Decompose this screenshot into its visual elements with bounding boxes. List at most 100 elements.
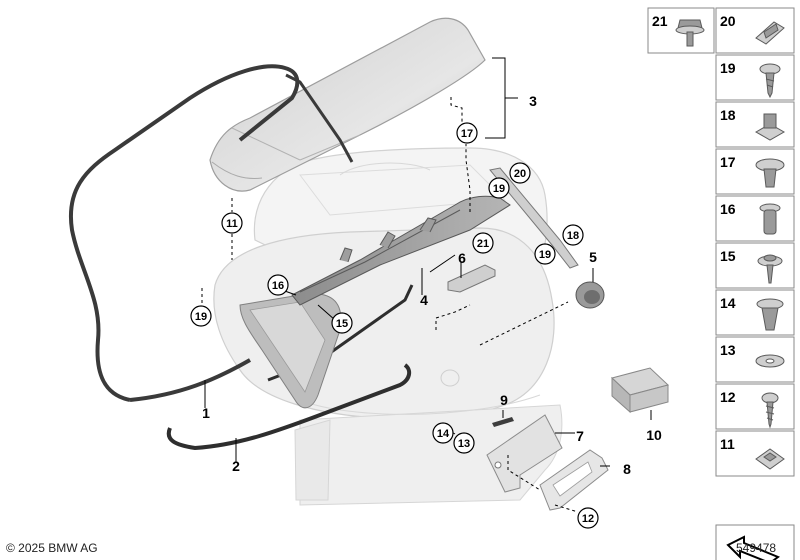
fastener-number: 21 (652, 13, 668, 29)
callout-16[interactable]: 16 (267, 274, 289, 296)
callout-label: 1 (202, 405, 210, 421)
fastener-cell-17[interactable]: 17 (715, 148, 795, 195)
view-direction-cell (715, 524, 795, 560)
torx-screw-icon (759, 63, 781, 99)
callout-label: 8 (623, 461, 631, 477)
callout-5[interactable]: 5 (589, 249, 597, 265)
fastener-cell-frame (715, 383, 795, 430)
callout-10[interactable]: 10 (646, 427, 662, 443)
fastener-cell-12[interactable]: 12 (715, 383, 795, 430)
spreading-rivet-icon (756, 298, 784, 331)
callout-18[interactable]: 18 (562, 224, 584, 246)
clip-nut-icon (755, 21, 785, 45)
fastener-cell-frame (715, 195, 795, 242)
callout-19c[interactable]: 19 (190, 305, 212, 327)
fastener-cell-19[interactable]: 19 (715, 54, 795, 101)
fastener-number: 18 (720, 107, 736, 123)
callout-circle (456, 122, 478, 144)
callout-15[interactable]: 15 (331, 312, 353, 334)
self-tapping-screw-icon (761, 392, 779, 429)
license-plate-frame[interactable] (539, 449, 609, 511)
fastener-cell-16[interactable]: 16 (715, 195, 795, 242)
fastener-number: 16 (720, 201, 736, 217)
fastener-cell-frame (715, 101, 795, 148)
handle-trim[interactable] (447, 264, 496, 293)
callout-label: 16 (272, 280, 284, 292)
fastener-number: 13 (720, 342, 736, 358)
fastener-number: 11 (720, 436, 735, 452)
callout-4[interactable]: 4 (420, 292, 428, 308)
callout-label: 19 (195, 311, 207, 323)
callout-label: 18 (567, 230, 579, 242)
callout-label: 11 (226, 218, 238, 230)
callout-label: 10 (646, 427, 662, 443)
callout-11[interactable]: 11 (221, 212, 243, 234)
callout-14[interactable]: 14 (432, 422, 454, 444)
fastener-cell-frame (715, 289, 795, 336)
callout-label: 6 (458, 250, 466, 266)
fastener-number: 15 (720, 248, 736, 264)
fastener-cell-11[interactable]: 11 (715, 430, 795, 477)
direction-arrow-icon (726, 535, 781, 560)
callout-8[interactable]: 8 (623, 461, 631, 477)
fastener-number: 20 (720, 13, 736, 29)
fastener-number: 19 (720, 60, 736, 76)
fastener-cell-21[interactable]: 21 (647, 7, 715, 54)
fastener-number: 17 (720, 154, 736, 170)
callout-12[interactable]: 12 (577, 507, 599, 529)
foam-block[interactable] (611, 367, 669, 414)
fastener-cell-14[interactable]: 14 (715, 289, 795, 336)
callout-19b[interactable]: 19 (534, 243, 556, 265)
callout-circle (472, 232, 494, 254)
callout-label: 12 (582, 513, 594, 525)
callout-19a[interactable]: 19 (488, 177, 510, 199)
washer-icon (755, 354, 785, 368)
emblem-strip[interactable] (492, 417, 514, 427)
plastic-rivet-icon (759, 203, 781, 235)
callout-6[interactable]: 6 (458, 250, 466, 266)
fastener-cell-18[interactable]: 18 (715, 101, 795, 148)
fastener-cell-15[interactable]: 15 (715, 242, 795, 289)
callout-circle (221, 212, 243, 234)
callout-21[interactable]: 21 (472, 232, 494, 254)
callout-label: 20 (514, 168, 526, 180)
callout-13[interactable]: 13 (453, 432, 475, 454)
callout-circle (432, 422, 454, 444)
rear-spoiler[interactable] (209, 17, 486, 192)
callout-label: 4 (420, 292, 428, 308)
side-trim-strip[interactable] (489, 167, 579, 269)
callout-circle (577, 507, 599, 529)
callout-label: 15 (336, 318, 348, 330)
inner-trim-panel[interactable] (239, 293, 342, 409)
callout-label: 7 (576, 428, 584, 444)
push-rivet-icon (755, 158, 785, 188)
callout-circle (331, 312, 353, 334)
callout-20[interactable]: 20 (509, 162, 531, 184)
fastener-cell-frame (715, 242, 795, 289)
tailgate-crossmember[interactable] (291, 195, 511, 306)
cage-nut-icon (755, 448, 785, 470)
callout-circle (267, 274, 289, 296)
rear-camera-housing[interactable] (575, 281, 605, 309)
callout-3[interactable]: 3 (529, 93, 537, 109)
license-plate-bracket[interactable] (486, 414, 563, 493)
callout-label: 19 (539, 249, 551, 261)
callout-17[interactable]: 17 (456, 122, 478, 144)
tailgate-seal[interactable] (68, 64, 354, 402)
callout-1[interactable]: 1 (202, 405, 210, 421)
callout-2[interactable]: 2 (232, 458, 240, 474)
callout-label: 5 (589, 249, 597, 265)
callout-label: 14 (437, 428, 450, 440)
washer-screw-icon (757, 254, 783, 284)
fastener-cell-frame (715, 148, 795, 195)
callout-label: 9 (500, 392, 508, 408)
callout-circle (509, 162, 531, 184)
callout-9[interactable]: 9 (500, 392, 508, 408)
fastener-panel: 21 20 19 18 17 16 15 14 13 12 11 (647, 7, 795, 560)
fastener-cell-13[interactable]: 13 (715, 336, 795, 383)
callout-circle (190, 305, 212, 327)
fastener-cell-20[interactable]: 20 (715, 7, 795, 54)
callout-7[interactable]: 7 (576, 428, 584, 444)
